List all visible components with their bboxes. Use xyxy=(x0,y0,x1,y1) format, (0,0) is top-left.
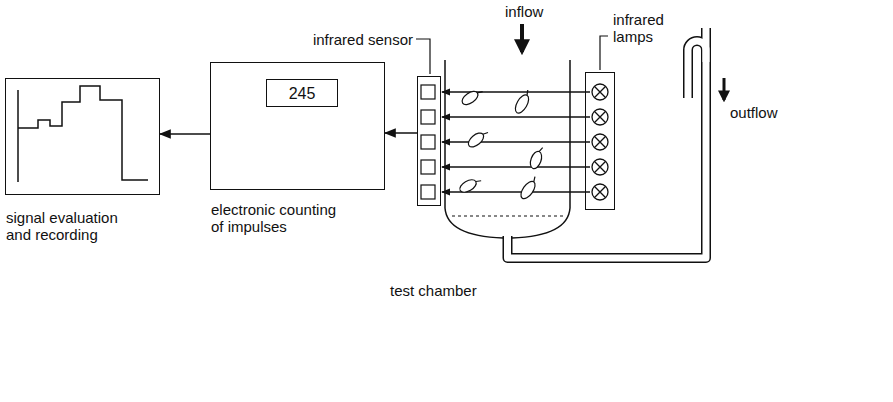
counter-box: electronic counting of impulses245 xyxy=(210,62,385,190)
recorder-box: signal evaluation and recording xyxy=(5,78,160,195)
leader-line xyxy=(416,39,430,74)
part-label: infrared lamps xyxy=(613,11,677,45)
signal-arrow xyxy=(385,132,417,134)
inflow-arrow xyxy=(520,24,524,52)
infrared-lamps: infrared lamps xyxy=(585,72,615,210)
signal-arrow xyxy=(160,133,210,135)
chamber-wall xyxy=(445,60,570,238)
part-label: electronic counting of impulses xyxy=(211,201,351,235)
sensor-cells xyxy=(421,85,435,199)
leader-line xyxy=(600,36,608,70)
signal-trace xyxy=(18,86,148,180)
outflow-tube xyxy=(508,26,707,258)
outflow-arrow xyxy=(723,78,726,100)
flow-label: outflow xyxy=(730,104,778,121)
part-label: signal evaluation and recording xyxy=(6,209,136,243)
axis-line xyxy=(17,90,19,182)
infrared-beams xyxy=(442,92,590,192)
particles xyxy=(458,86,546,201)
counter-value: 245 xyxy=(267,80,337,106)
lamp-symbols xyxy=(592,84,608,200)
part-label: test chamber xyxy=(390,282,477,299)
flow-label: inflow xyxy=(505,3,543,20)
infrared-sensor: infrared sensor xyxy=(417,76,441,206)
test-chamber: test chamber xyxy=(445,60,570,240)
chamber-outline xyxy=(445,60,570,240)
part-label: infrared sensor xyxy=(313,31,413,48)
filter-line xyxy=(452,215,563,216)
counter-display: 245 xyxy=(266,79,338,107)
